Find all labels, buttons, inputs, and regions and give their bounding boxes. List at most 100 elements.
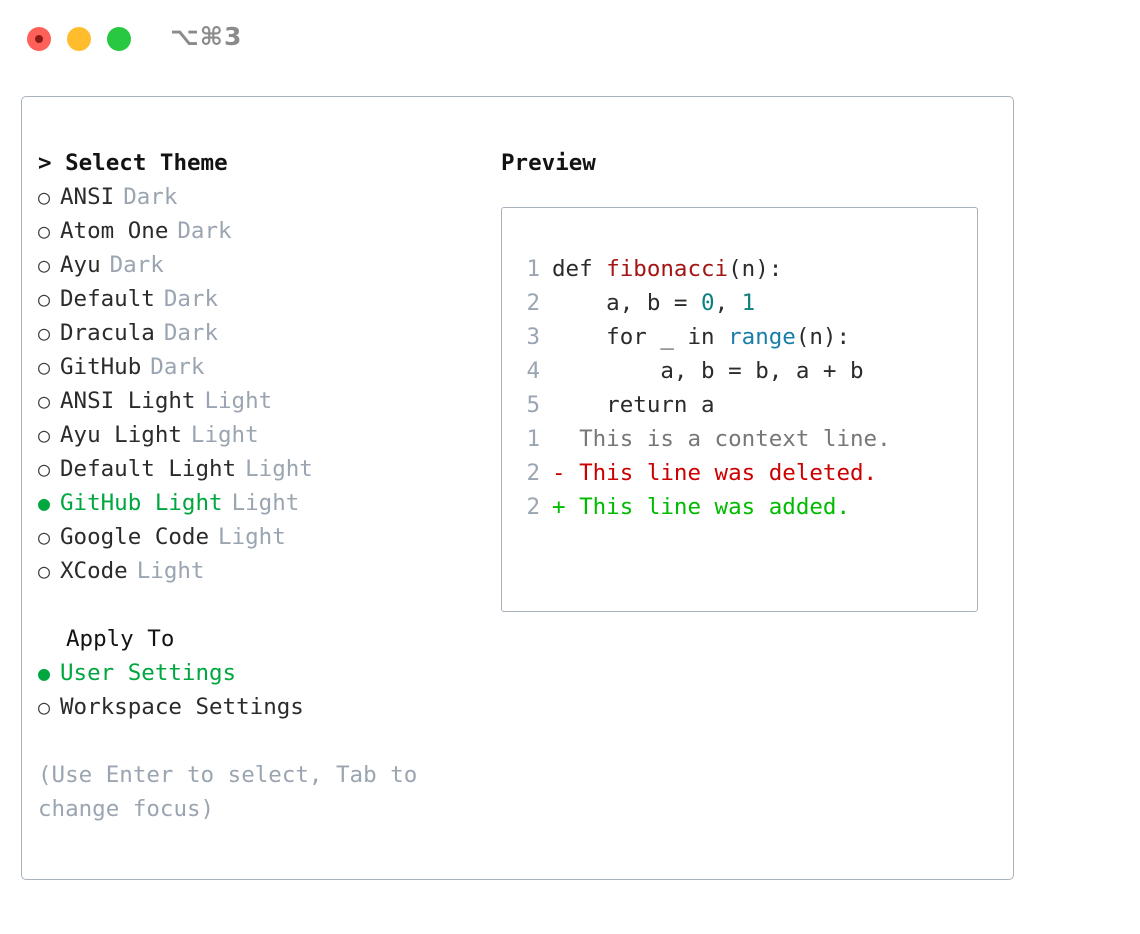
code-token-fn: fibonacci — [606, 256, 729, 282]
apply-to-option-workspace-settings[interactable]: ○ Workspace Settings — [38, 690, 508, 724]
radio-unselected-icon: ○ — [38, 389, 51, 413]
theme-variant-tag: Light — [136, 558, 205, 584]
radio-unselected-icon: ○ — [38, 219, 51, 243]
theme-option-label: Default Light — [60, 456, 237, 482]
theme-variant-tag: Dark — [163, 320, 219, 346]
apply-to-option-label: Workspace Settings — [60, 694, 304, 720]
theme-variant-tag: Dark — [150, 354, 205, 380]
line-number: 2 — [526, 290, 540, 316]
title-bar: ⌥⌘3 — [0, 0, 1140, 78]
theme-option-label: Default — [60, 286, 155, 312]
theme-variant-tag: Light — [218, 524, 286, 550]
radio-unselected-icon: ○ — [38, 559, 51, 583]
diff-line-number: 2 — [526, 460, 540, 486]
radio-unselected-icon: ○ — [38, 695, 51, 719]
theme-variant-tag: Light — [190, 422, 259, 448]
code-line: 2 a, b = 0, 1 — [514, 286, 864, 320]
line-number: 5 — [526, 392, 540, 418]
theme-option-dracula[interactable]: ○ Dracula Dark — [38, 316, 508, 350]
theme-variant-tag: Dark — [163, 286, 219, 312]
theme-variant-tag: Light — [231, 490, 300, 516]
apply-to-option-user-settings[interactable]: ● User Settings — [38, 656, 508, 690]
diff-line-number: 1 — [526, 426, 540, 452]
theme-variant-tag: Dark — [109, 252, 164, 278]
code-token-plain: for _ in — [552, 324, 729, 350]
theme-option-label: Google Code — [60, 524, 210, 550]
diff-line-del: 2- This line was deleted. — [514, 456, 891, 490]
apply-to-option-label: User Settings — [60, 660, 237, 686]
theme-option-label: Ayu — [60, 252, 101, 278]
apply-to-heading: Apply To — [66, 626, 175, 652]
code-line: 4 a, b = b, a + b — [514, 354, 864, 388]
apply-to-option-list: ● User Settings ○ Workspace Settings — [38, 656, 508, 724]
radio-unselected-icon: ○ — [38, 321, 51, 345]
diff-sample: 1 This is a context line.2- This line wa… — [514, 422, 891, 524]
keyboard-hint-text: (Use Enter to select, Tab to change focu… — [38, 762, 418, 822]
code-token-plain: return a — [552, 392, 715, 418]
theme-option-label: GitHub Light — [60, 490, 223, 516]
theme-option-label: Dracula — [60, 320, 155, 346]
code-line: 3 for _ in range(n): — [514, 320, 864, 354]
minimize-button[interactable] — [67, 27, 91, 51]
theme-option-atom-one[interactable]: ○ Atom One Dark — [38, 214, 508, 248]
code-line: 5 return a — [514, 388, 864, 422]
diff-line-ctx: 1 This is a context line. — [514, 422, 891, 456]
theme-variant-tag: Dark — [177, 218, 232, 244]
diff-line-add: 2+ This line was added. — [514, 490, 891, 524]
radio-unselected-icon: ○ — [38, 287, 51, 311]
theme-option-google-code[interactable]: ○ Google Code Light — [38, 520, 508, 554]
radio-selected-icon: ● — [38, 491, 51, 515]
keyboard-shortcut-label: ⌥⌘3 — [170, 22, 243, 51]
list-spacer — [38, 588, 508, 622]
radio-unselected-icon: ○ — [38, 355, 51, 379]
theme-option-default[interactable]: ○ Default Dark — [38, 282, 508, 316]
radio-unselected-icon: ○ — [38, 525, 51, 549]
theme-option-label: Atom One — [60, 218, 169, 244]
theme-variant-tag: Light — [204, 388, 273, 414]
code-token-num: 1 — [741, 290, 756, 316]
select-theme-heading: > Select Theme — [38, 150, 228, 176]
line-number: 4 — [526, 358, 540, 384]
radio-selected-icon: ● — [38, 661, 51, 685]
radio-unselected-icon: ○ — [38, 253, 51, 277]
theme-variant-tag: Dark — [123, 184, 178, 210]
theme-option-label: ANSI — [60, 184, 115, 210]
maximize-button[interactable] — [107, 27, 131, 51]
theme-option-ayu[interactable]: ○ Ayu Dark — [38, 248, 508, 282]
diff-marker: - — [552, 460, 566, 486]
theme-option-label: XCode — [60, 558, 128, 584]
theme-option-xcode[interactable]: ○ XCode Light — [38, 554, 508, 588]
code-token-plain: a, b = — [552, 290, 702, 316]
diff-text: This line was added. — [565, 494, 851, 520]
close-button[interactable] — [27, 27, 51, 51]
diff-line-number: 2 — [526, 494, 540, 520]
line-number: 3 — [526, 324, 540, 350]
code-token-plain: , — [714, 290, 742, 316]
radio-unselected-icon: ○ — [38, 457, 51, 481]
code-token-plain: (n): — [728, 256, 783, 282]
code-token-plain: (n): — [795, 324, 851, 350]
code-token-plain: def — [552, 256, 607, 282]
theme-option-github-light[interactable]: ● GitHub Light Light — [38, 486, 508, 520]
diff-text: This is a context line. — [565, 426, 891, 452]
theme-option-label: Ayu Light — [60, 422, 182, 448]
code-token-plain: a, b = b, a + b — [552, 358, 864, 384]
radio-unselected-icon: ○ — [38, 185, 51, 209]
traffic-light-controls — [27, 27, 131, 51]
code-token-builtin: range — [728, 324, 796, 350]
theme-option-github[interactable]: ○ GitHub Dark — [38, 350, 508, 384]
theme-option-label: GitHub — [60, 354, 142, 380]
preview-heading: Preview — [501, 150, 596, 176]
diff-text: This line was deleted. — [565, 460, 878, 486]
theme-option-ansi[interactable]: ○ ANSI Dark — [38, 180, 508, 214]
